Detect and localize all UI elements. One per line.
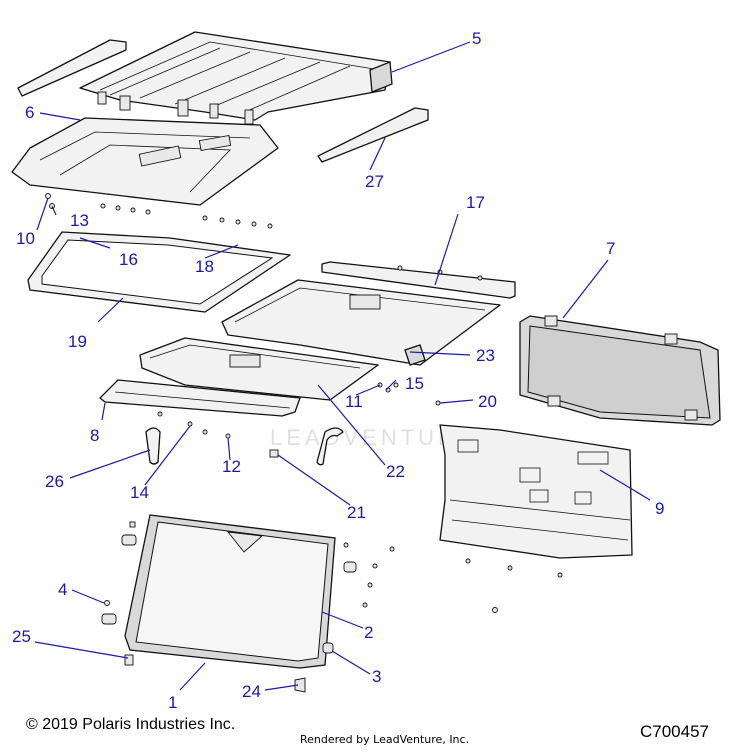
grab-handle-right [316, 427, 344, 466]
callout-24: 24 [242, 682, 261, 701]
rear-panel-part [439, 424, 633, 559]
callout-21: 21 [347, 503, 366, 522]
grab-handle-left [145, 427, 161, 465]
clip-21 [269, 449, 279, 458]
callout-19: 19 [68, 332, 87, 351]
windshield-part [124, 514, 336, 669]
header-bar-part [321, 261, 516, 299]
callout-5: 5 [472, 29, 481, 48]
callout-6: 6 [25, 103, 34, 122]
callout-labels: 5 6 27 13 10 16 18 19 17 7 23 15 11 20 8… [12, 29, 664, 712]
leader-lines [34, 41, 651, 691]
callout-3: 3 [372, 667, 381, 686]
callout-17: 17 [466, 193, 485, 212]
roof-panel-part [79, 31, 393, 125]
leadventure-watermark: LEADVENTURE [270, 425, 477, 450]
callout-2: 2 [364, 623, 373, 642]
callout-18: 18 [195, 257, 214, 276]
roof-seal-strip-right [317, 107, 429, 163]
callout-8: 8 [90, 426, 99, 445]
rendered-by-text: Rendered by LeadVenture, Inc. [300, 733, 470, 746]
roof-seal-strip-left [17, 39, 127, 97]
copyright-text: © 2019 Polaris Industries Inc. [26, 716, 236, 733]
rear-window-panel [519, 315, 721, 426]
diagram-code: C700457 [640, 722, 710, 741]
callout-12: 12 [222, 457, 241, 476]
callout-9: 9 [655, 499, 664, 518]
upper-interior-liner [221, 279, 501, 366]
callout-11: 11 [345, 392, 363, 411]
callout-25: 25 [12, 627, 31, 646]
windshield-hardware [101, 521, 563, 693]
callout-14: 14 [130, 483, 149, 502]
windshield-seal-frame [27, 231, 291, 313]
svg-text:LEADVENTURE: LEADVENTURE [270, 425, 477, 450]
callout-13: 13 [70, 211, 89, 230]
callout-10: 10 [16, 229, 35, 248]
callout-23: 23 [476, 346, 495, 365]
callout-26: 26 [45, 472, 64, 491]
fastener-row [45, 193, 273, 229]
callout-1: 1 [168, 693, 177, 712]
callout-4: 4 [58, 580, 67, 599]
lower-bar-part [99, 379, 301, 417]
callout-15: 15 [405, 374, 424, 393]
callout-16: 16 [119, 250, 138, 269]
callout-7: 7 [606, 239, 615, 258]
roof-liner-part [11, 117, 279, 206]
callout-27: 27 [365, 172, 384, 191]
callout-22: 22 [386, 462, 405, 481]
callout-20: 20 [478, 392, 497, 411]
